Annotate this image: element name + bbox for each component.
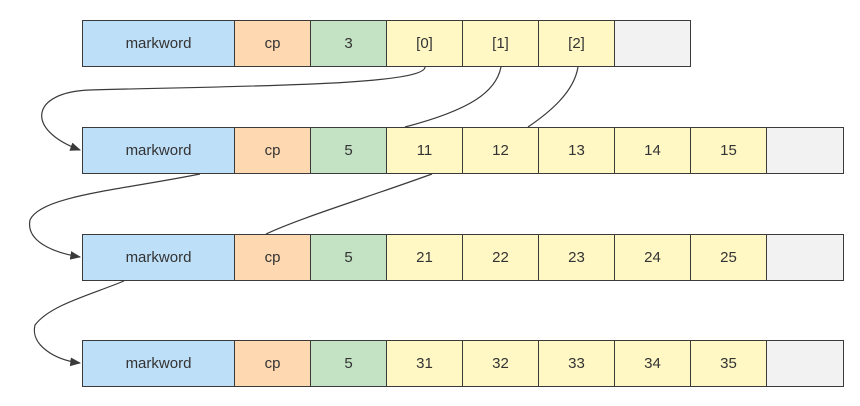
element-value-cell: 31 — [386, 340, 463, 387]
reference-line — [527, 66, 579, 128]
class-pointer-cell: cp — [234, 340, 311, 387]
inner-array-row: markword cp 5 31 32 33 34 35 — [82, 340, 844, 387]
element-value-cell: 14 — [614, 127, 691, 174]
padding-cell — [766, 127, 844, 174]
array-length-cell: 5 — [310, 234, 387, 281]
markword-cell: markword — [82, 20, 235, 67]
outer-array-row: markword cp 3 [0] [1] [2] — [82, 20, 691, 67]
element-reference-cell: [2] — [538, 20, 615, 67]
element-value-cell: 35 — [690, 340, 767, 387]
class-pointer-cell: cp — [234, 127, 311, 174]
element-value-cell: 11 — [386, 127, 463, 174]
element-value-cell: 13 — [538, 127, 615, 174]
element-value-cell: 25 — [690, 234, 767, 281]
element-reference-cell: [0] — [386, 20, 463, 67]
padding-cell — [766, 340, 844, 387]
markword-cell: markword — [82, 340, 235, 387]
reference-line — [265, 173, 433, 235]
element-reference-cell: [1] — [462, 20, 539, 67]
element-value-cell: 12 — [462, 127, 539, 174]
array-length-cell: 5 — [310, 340, 387, 387]
markword-cell: markword — [82, 234, 235, 281]
element-value-cell: 15 — [690, 127, 767, 174]
inner-array-row: markword cp 5 21 22 23 24 25 — [82, 234, 844, 281]
element-value-cell: 24 — [614, 234, 691, 281]
element-value-cell: 21 — [386, 234, 463, 281]
class-pointer-cell: cp — [234, 234, 311, 281]
array-length-cell: 3 — [310, 20, 387, 67]
array-length-cell: 5 — [310, 127, 387, 174]
inner-array-row: markword cp 5 11 12 13 14 15 — [82, 127, 844, 174]
element-value-cell: 32 — [462, 340, 539, 387]
padding-cell — [766, 234, 844, 281]
class-pointer-cell: cp — [234, 20, 311, 67]
element-value-cell: 23 — [538, 234, 615, 281]
element-value-cell: 22 — [462, 234, 539, 281]
element-value-cell: 34 — [614, 340, 691, 387]
markword-cell: markword — [82, 127, 235, 174]
reference-line — [404, 66, 502, 128]
padding-cell — [614, 20, 691, 67]
element-value-cell: 33 — [538, 340, 615, 387]
